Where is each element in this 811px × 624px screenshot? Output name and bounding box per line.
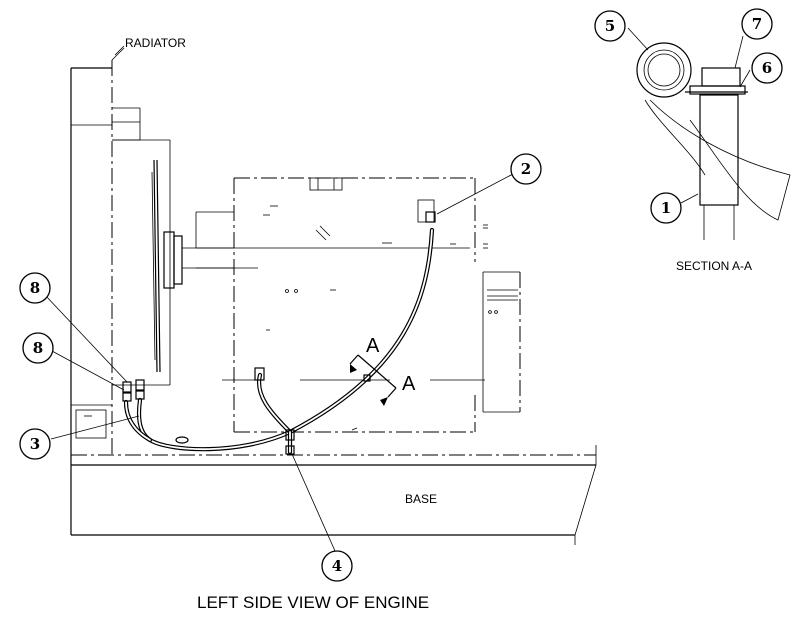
section-letter-upper: A <box>366 335 380 357</box>
base-label: BASE <box>405 492 437 506</box>
callout-3: 3 <box>19 428 51 460</box>
callout-1: 1 <box>650 192 682 224</box>
radiator <box>70 47 171 535</box>
callout-2: 2 <box>510 153 542 185</box>
callout-number: 2 <box>521 160 531 178</box>
engine-block <box>196 177 488 433</box>
base <box>71 445 597 545</box>
fittings <box>122 211 436 455</box>
callout-6: 6 <box>751 52 783 84</box>
section-a-a-detail <box>636 42 791 240</box>
callout-number: 1 <box>661 199 671 217</box>
callout-4: 4 <box>321 550 353 582</box>
callout-number: 6 <box>762 59 772 77</box>
callout-8-upper: 8 <box>19 272 51 304</box>
view-title: LEFT SIDE VIEW OF ENGINE <box>197 593 429 612</box>
section-marker: A A <box>349 335 416 406</box>
callout-number: 3 <box>30 435 40 453</box>
callout-number: 8 <box>30 279 40 297</box>
callout-number: 5 <box>605 17 615 35</box>
section-title: SECTION A-A <box>676 259 752 273</box>
callout-7: 7 <box>741 8 773 40</box>
callout-number: 7 <box>752 15 762 33</box>
callout-number: 8 <box>33 339 43 357</box>
fan <box>151 159 234 373</box>
leader-lines <box>44 27 751 552</box>
section-letter-lower: A <box>402 373 416 395</box>
callout-number: 4 <box>332 557 342 575</box>
callout-5: 5 <box>594 10 626 42</box>
radiator-label: RADIATOR <box>125 36 186 50</box>
callout-8-lower: 8 <box>22 332 54 364</box>
hose-assembly <box>123 227 435 455</box>
right-housing <box>482 271 521 413</box>
